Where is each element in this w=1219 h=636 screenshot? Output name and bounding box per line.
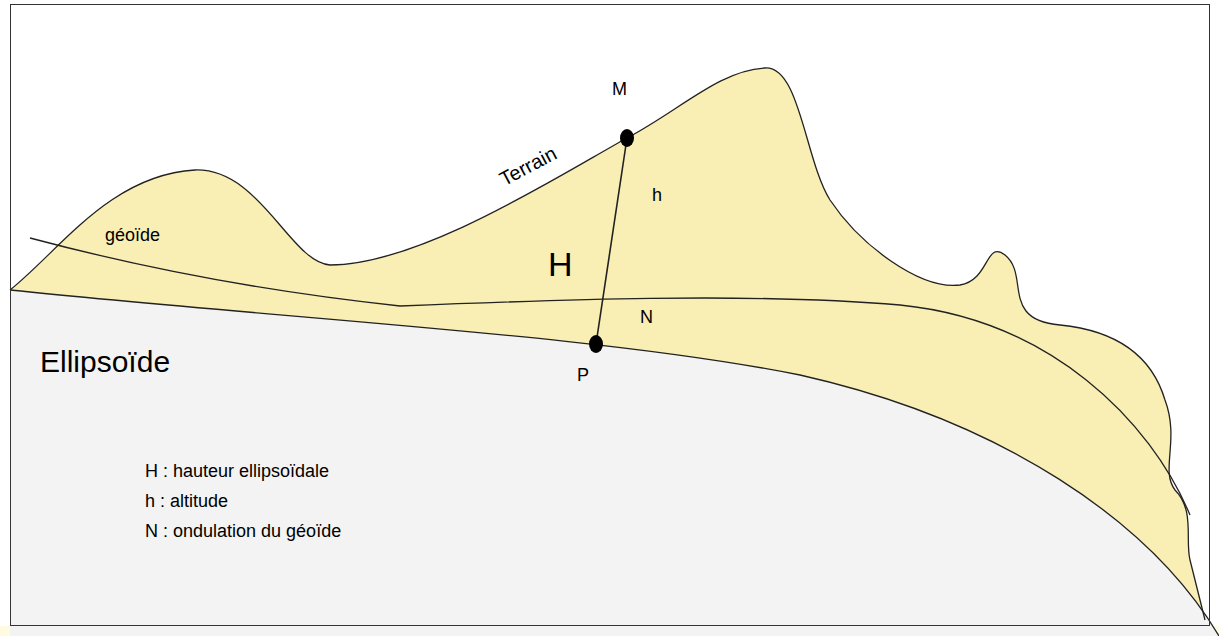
ellipsoid-fill bbox=[10, 290, 1219, 636]
region-label: Ellipsoïde bbox=[40, 345, 170, 378]
point-dot bbox=[589, 335, 603, 353]
surface-label: Terrain bbox=[496, 142, 560, 190]
quantity-label: N bbox=[640, 308, 653, 328]
key-text: H : hauteur ellipsoïdale bbox=[145, 462, 329, 482]
quantity-label: h bbox=[652, 186, 662, 206]
quantity-label: H bbox=[548, 246, 573, 283]
terrain-fill bbox=[10, 68, 1219, 636]
key-text: h : altitude bbox=[145, 492, 228, 512]
ellipsoid-line bbox=[10, 290, 1219, 636]
frame bbox=[11, 5, 1210, 626]
geoid-line bbox=[30, 238, 1190, 515]
terrain-line bbox=[10, 68, 1205, 620]
surface-label: géoïde bbox=[105, 226, 160, 246]
point-label: P bbox=[577, 366, 589, 386]
key-text: N : ondulation du géoïde bbox=[145, 522, 341, 542]
point-label: M bbox=[612, 80, 627, 100]
point-dot bbox=[620, 129, 634, 147]
normal-line bbox=[596, 138, 627, 344]
